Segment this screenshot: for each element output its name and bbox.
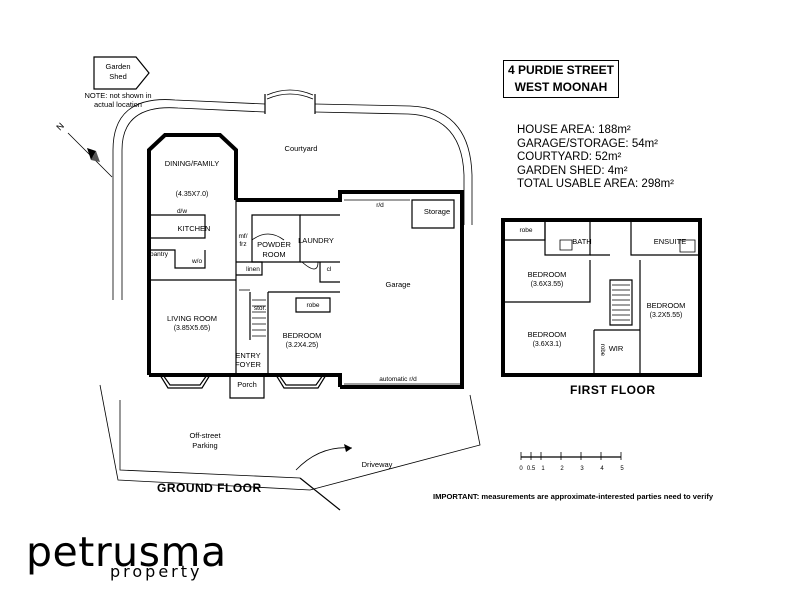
- label-stor: stor.: [254, 305, 266, 312]
- courtyard-outline: [112, 89, 473, 300]
- first-floor-labels: robe BATH ENSUITE BEDROOM (3.6X3.55) BED…: [519, 227, 686, 357]
- stat-shed-area: GARDEN SHED: 4m²: [517, 164, 628, 177]
- label-bed1-dims: (3.6X3.55): [531, 281, 564, 288]
- label-laundry: LAUNDRY: [298, 236, 334, 245]
- label-bed2-dims: (3.2X5.55): [650, 312, 683, 319]
- label-bath: BATH: [572, 237, 591, 246]
- label-ensuite: ENSUITE: [654, 237, 687, 246]
- label-wir: WIR: [609, 344, 624, 353]
- label-living: LIVING ROOM: [167, 314, 217, 323]
- label-dining-family: DINING/FAMILY: [165, 159, 219, 168]
- label-robe-ground: robe: [306, 302, 319, 309]
- scale-tick-5: 4: [600, 466, 604, 472]
- stat-garage-area: GARAGE/STORAGE: 54m²: [517, 137, 659, 150]
- stat-total-area: TOTAL USABLE AREA: 298m²: [517, 178, 675, 191]
- label-bedroom-ground: BEDROOM: [283, 331, 322, 340]
- label-kitchen: KITCHEN: [178, 224, 211, 233]
- label-entry-1: ENTRY: [235, 351, 260, 360]
- label-offstreet-2: Parking: [192, 441, 217, 450]
- label-frz: frz: [239, 241, 246, 248]
- shed-label-1: Garden: [105, 62, 130, 71]
- bay-windows: [159, 374, 327, 399]
- label-cl: cl: [327, 266, 332, 273]
- scale-tick-6: 5: [620, 466, 624, 472]
- label-robe-vertical: robe: [599, 344, 605, 357]
- ground-floor-walls: [147, 133, 464, 389]
- shed-label-2: Shed: [109, 72, 127, 81]
- scale-bar: 0 0.5 1 2 3 4 5: [519, 452, 624, 472]
- label-bed3-dims: (3.6X3.1): [533, 341, 562, 348]
- label-powder-2: ROOM: [262, 250, 285, 259]
- scale-tick-4: 3: [580, 466, 584, 472]
- label-mf: mf/: [238, 233, 247, 240]
- label-offstreet-1: Off-street: [189, 431, 221, 440]
- label-entry-2: FOYER: [235, 360, 261, 369]
- label-porch: Porch: [237, 380, 257, 389]
- label-bed1: BEDROOM: [528, 270, 567, 279]
- first-floor-title: FIRST FLOOR: [570, 383, 656, 397]
- ground-floor-labels: Courtyard DINING/FAMILY (4.35X7.0) d/w K…: [150, 144, 450, 469]
- stat-house-area: HOUSE AREA: 188m²: [517, 124, 631, 136]
- label-driveway: Driveway: [362, 460, 393, 469]
- label-dining-dims: (4.35X7.0): [176, 191, 209, 198]
- shed-note-2: actual location: [94, 100, 142, 109]
- label-robe-first: robe: [519, 227, 532, 234]
- first-floor-walls: [501, 218, 702, 377]
- driveway-outline: [99, 384, 481, 511]
- shed-note-1: NOTE: not shown in: [84, 91, 151, 100]
- brand-logo-sub: property: [110, 562, 203, 581]
- garden-shed: Garden Shed NOTE: not shown in actual lo…: [84, 56, 152, 109]
- label-wo: w/o: [191, 258, 203, 265]
- scale-tick-1: 0.5: [527, 466, 536, 472]
- label-linen: linen: [246, 266, 260, 273]
- label-bed2: BEDROOM: [647, 301, 686, 310]
- address-line-2: WEST MOONAH: [514, 80, 608, 94]
- compass-north-label: N: [54, 121, 66, 133]
- label-powder-1: POWDER: [257, 240, 291, 249]
- label-auto-rd: automatic r/d: [379, 376, 417, 383]
- label-bedroom-ground-dims: (3.2X4.25): [286, 342, 319, 349]
- scale-tick-3: 2: [560, 466, 564, 472]
- ground-floor-title: GROUND FLOOR: [157, 481, 262, 495]
- label-garage: Garage: [385, 280, 410, 289]
- address-line-1: 4 PURDIE STREET: [507, 63, 615, 77]
- label-rd: r/d: [376, 202, 384, 209]
- scale-tick-0: 0: [519, 466, 523, 472]
- label-courtyard: Courtyard: [285, 144, 318, 153]
- ground-stairs: [252, 299, 266, 337]
- address-box: 4 PURDIE STREET WEST MOONAH: [503, 60, 619, 98]
- stat-courtyard-area: COURTYARD: 52m²: [517, 151, 622, 164]
- scale-tick-2: 1: [541, 466, 545, 472]
- compass: N: [54, 121, 113, 178]
- label-bed3: BEDROOM: [528, 330, 567, 339]
- important-note: IMPORTANT: measurements are approximate-…: [433, 492, 714, 501]
- area-stats: HOUSE AREA: 188m² GARAGE/STORAGE: 54m² C…: [517, 124, 674, 192]
- label-pantry: pantry: [150, 251, 169, 258]
- brand-logo-name: petrusma: [26, 528, 227, 576]
- label-living-dims: (3.85X5.65): [174, 325, 211, 332]
- label-dw: d/w: [177, 208, 187, 215]
- label-storage: Storage: [424, 207, 450, 216]
